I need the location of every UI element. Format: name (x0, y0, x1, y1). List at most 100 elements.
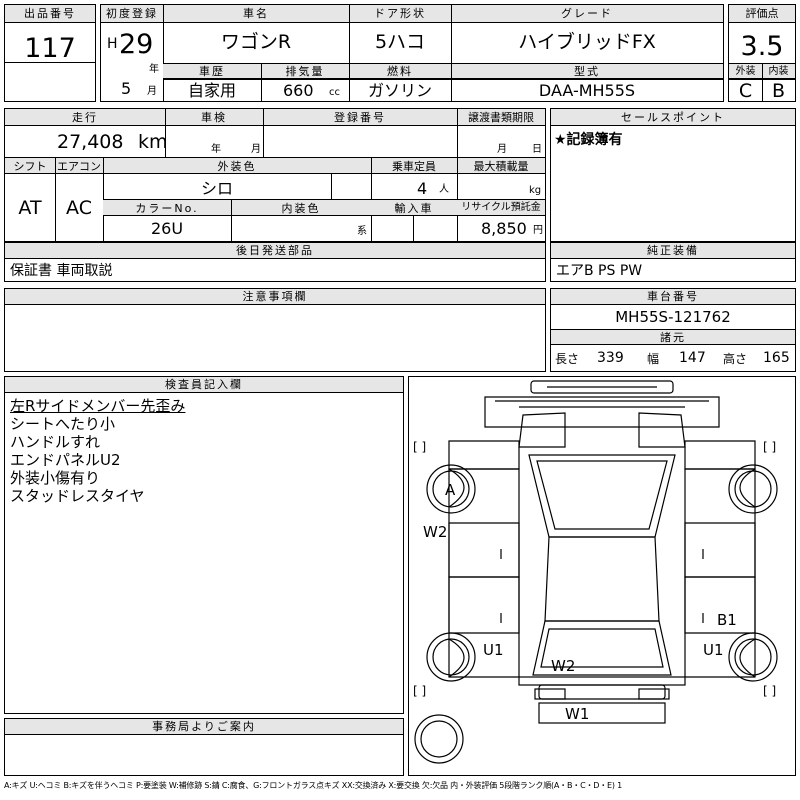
height-label: 高さ (723, 352, 748, 366)
grade-label: グレード (561, 7, 613, 20)
name-label: 車名 (243, 7, 269, 20)
insp-year-unit: 年 (211, 144, 221, 155)
later-parts-box: 後日発送部品 保証書 車両取説 (4, 242, 546, 282)
caution-box: 注意事項欄 (4, 288, 546, 372)
damage-mark-b1-right: B1 (717, 611, 737, 629)
history: 自家用 (187, 81, 236, 100)
grade: ハイブリッドFX (518, 31, 656, 53)
displacement-label: 排気量 (285, 65, 325, 78)
bracket-right-bottom: [ ] (763, 684, 776, 698)
info-grid: 走行 車検 登録番号 譲渡書類期限 27,408 km 年 月 月 日 シフト … (4, 108, 546, 242)
transfer-label: 譲渡書類期限 (468, 111, 534, 124)
selling-points-label: セールスポイント (621, 111, 725, 124)
width: 147 (679, 350, 706, 366)
chassis-box: 車台番号 MH55S-121762 諸元 長さ 339 幅 147 高さ 165 (550, 288, 796, 372)
office-label: 事務局よりご案内 (152, 720, 256, 733)
vehicle-name: ワゴンR (220, 31, 292, 53)
equipment-label: 純正装備 (647, 244, 699, 257)
max-load-label: 最大積載量 (473, 160, 529, 173)
reg-label: 初度登録 (106, 7, 158, 20)
shift: AT (18, 197, 42, 219)
inspector-note: エンドパネルU2 (10, 451, 121, 469)
recycle-label: リサイクル預託金 (461, 202, 541, 213)
cc-unit: cc (329, 87, 340, 98)
transfer-day-unit: 日 (532, 144, 542, 155)
ext-color-label: 外装色 (217, 160, 257, 173)
score-label: 評価点 (745, 7, 779, 20)
width-label: 幅 (647, 352, 660, 366)
max-load-unit: kg (529, 185, 542, 196)
bracket-right-top: [ ] (763, 440, 776, 454)
lot-number-label: 出品番号 (24, 7, 76, 20)
inspector-notes: 左Rサイドメンバー先歪み シートへたり小 ハンドルすれ エンドパネルU2 外装小… (10, 397, 185, 505)
inspector-note: 外装小傷有り (10, 469, 101, 487)
damage-mark-u1-left: U1 (483, 641, 504, 659)
int-color-label: 内装色 (281, 202, 321, 215)
office-box: 事務局よりご案内 (4, 718, 404, 776)
score: 3.5 (740, 31, 784, 62)
fuel-label: 燃料 (387, 65, 413, 78)
equipment-box: 純正装備 エアB PS PW (550, 242, 796, 282)
int-color-unit: 系 (357, 226, 367, 237)
inspector-note: スタッドレスタイヤ (10, 487, 145, 505)
year-unit: 年 (149, 64, 159, 75)
specs-label: 諸元 (660, 331, 686, 344)
car-diagram-box: [ ] [ ] [ ] [ ] A W2 B1 U1 U1 W2 W1 (408, 376, 796, 776)
inspection-label: 車検 (201, 111, 227, 124)
fuel: ガソリン (367, 81, 432, 100)
seats: 4 (417, 179, 428, 198)
transfer-month-unit: 月 (497, 144, 507, 155)
door-label: ドア形状 (374, 7, 426, 20)
ac: AC (66, 197, 92, 219)
lot-number: 117 (24, 33, 76, 64)
mileage: 27,408 (57, 131, 124, 153)
ext-grade: C (738, 80, 753, 102)
equipment-text: エアB PS PW (556, 263, 643, 279)
km-unit: km (138, 131, 168, 153)
inspector-note: ハンドルすれ (10, 433, 101, 451)
ext-color: シロ (200, 179, 233, 198)
height: 165 (763, 350, 790, 366)
door-type: 5ハコ (374, 31, 426, 53)
damage-mark-u1-right: U1 (703, 641, 724, 659)
plate-label: 登録番号 (334, 111, 386, 124)
caution-label: 注意事項欄 (242, 290, 308, 303)
seats-unit: 人 (439, 184, 449, 195)
ac-label: エアコン (57, 160, 101, 173)
history-label: 車歴 (199, 65, 225, 78)
selling-points-text: ★記録簿有 (554, 132, 623, 148)
int-grade: B (771, 80, 786, 102)
seats-label: 乗車定員 (392, 160, 436, 173)
mileage-label: 走行 (72, 111, 98, 124)
recycle-unit: 円 (533, 225, 543, 236)
color-no-label: カラーNo. (135, 202, 199, 215)
displacement: 660 (283, 81, 314, 100)
damage-mark-w2-left: W2 (423, 523, 447, 541)
model-label: 型式 (574, 65, 600, 78)
later-parts-label: 後日発送部品 (236, 244, 314, 257)
inspector-label: 検査員記入欄 (165, 378, 243, 391)
month-unit: 月 (147, 86, 157, 97)
car-diagram: [ ] [ ] [ ] [ ] A W2 B1 U1 U1 W2 W1 (413, 380, 778, 764)
damage-mark-w2-rear: W2 (551, 657, 575, 675)
legend: A:キズ U:ヘコミ B:キズを伴うヘコミ P:要塗装 W:補修跡 S:錆 C:… (4, 781, 623, 790)
later-parts-text: 保証書 車両取説 (10, 263, 113, 279)
shift-label: シフト (13, 160, 47, 173)
length-label: 長さ (555, 352, 580, 366)
int-label: 内装 (768, 66, 789, 77)
bracket-left-top: [ ] (413, 440, 426, 454)
model: DAA-MH55S (538, 81, 636, 100)
lot-number-box: 出品番号 117 (4, 4, 96, 102)
inspector-note: シートへたり小 (10, 415, 116, 433)
color-no: 26U (150, 219, 184, 238)
length: 339 (597, 350, 624, 366)
selling-points-box: セールスポイント ★記録簿有 (550, 108, 796, 242)
damage-mark-w1-bumper: W1 (565, 705, 589, 723)
import-label: 輸入車 (394, 202, 434, 215)
score-box: 評価点 3.5 外装 内装 C B (728, 4, 796, 102)
reg-era: H (107, 36, 118, 52)
chassis-label: 車台番号 (647, 290, 699, 303)
inspector-box: 検査員記入欄 左Rサイドメンバー先歪み シートへたり小 ハンドルすれ エンドパネ… (4, 376, 404, 714)
tire-mark-front-left: A (445, 481, 456, 499)
reg-month: 5 (121, 79, 132, 98)
